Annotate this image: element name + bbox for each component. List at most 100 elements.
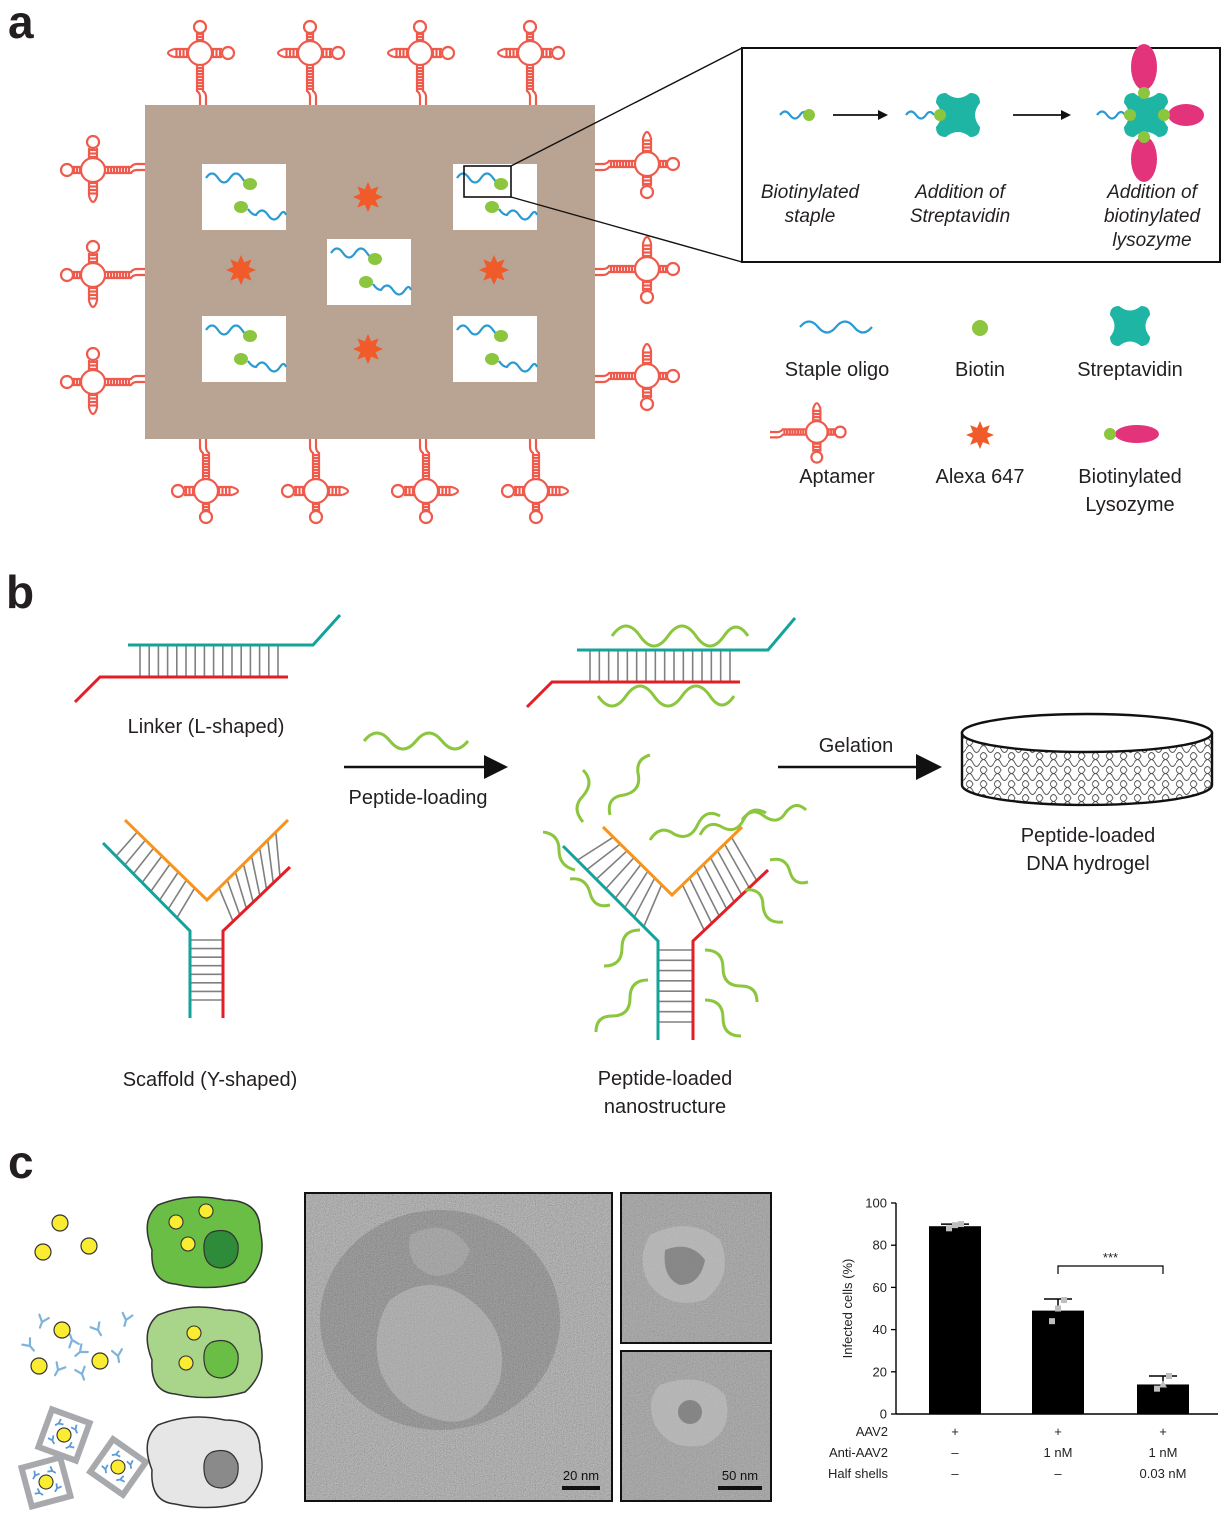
inset-step-label: Biotinylated [761,182,861,203]
aptamer-bottom [280,439,350,525]
aptamer-right [595,235,681,305]
aptamer-bottom [500,439,570,525]
cell-nucleus [203,1229,239,1269]
cell-nucleus [203,1339,239,1379]
data-point [1061,1297,1067,1304]
aptamer-right [595,342,681,412]
aptamer-left [59,134,145,204]
staple-oligo [372,283,413,296]
dna-hydrogel-icon [960,712,1214,807]
peptide [607,753,651,816]
data-point [1049,1318,1055,1325]
condition-row-label: Anti-AAV2 [829,1445,888,1460]
peptide [648,811,721,841]
tem-small-2-frame [620,1350,772,1502]
alexa-star-icon [966,421,994,449]
virus-particle [80,1237,98,1255]
zoom-region [463,165,512,198]
data-point [1166,1373,1172,1380]
streptavidin-shape [936,93,980,137]
tem-micrograph-small-1 [621,1193,771,1343]
legend-label-biotin: Biotin [955,359,1005,381]
legend-label-alexa-647: Alexa 647 [936,466,1025,488]
peptide [575,768,591,823]
y-tick-label: 80 [873,1238,887,1253]
virus-particle [51,1214,69,1232]
biotin [234,201,248,213]
peptide [704,998,742,1038]
biotin [485,201,499,213]
virus-particle [110,1459,126,1475]
data-point [1159,1380,1167,1388]
aptamer-bottom [170,439,240,525]
inset-step-label: staple [785,206,836,227]
data-point [1055,1305,1061,1312]
antibody-icon [21,1337,35,1352]
inset-step-biotinylated-staple [779,109,815,121]
condition-cell: + [1159,1424,1167,1439]
condition-cell: 0.03 nM [1140,1466,1187,1481]
legend-staple-oligo: Staple oligo [785,320,890,381]
peptide-loading-label: Peptide-loading [349,787,488,809]
panel-c-label: c [8,1136,34,1188]
data-point [952,1222,958,1229]
schematic-row-aav2 [34,1196,263,1289]
nanostructure-label-2: nanostructure [604,1096,726,1118]
aptamer-top [166,19,236,105]
half-shell-trap [85,1434,151,1500]
biotin [368,253,382,265]
staple-oligo [498,360,539,373]
virus-particle [56,1427,72,1443]
condition-cell: 1 nM [1149,1445,1178,1460]
data-point [958,1221,964,1228]
alexa-star-icon [353,182,383,212]
inset-arrowhead-1 [878,110,888,120]
alexa-star-icon [353,334,383,364]
half-shell-trap [17,1453,75,1511]
zoom-line-top [510,47,743,167]
antibody-icon [68,1333,80,1349]
legend-label-lysozyme-1: Biotinylated [1078,466,1181,488]
condition-cell: + [1054,1424,1062,1439]
biotin [243,178,257,190]
binding-window [453,316,539,382]
significance-bracket [1057,1265,1164,1274]
binding-window [202,316,288,382]
y-tick-label: 40 [873,1322,887,1337]
alexa-star-icon [226,255,256,285]
inset-step-streptavidin [905,93,980,137]
staple-oligo [247,360,288,373]
legend-label-aptamer: Aptamer [799,466,875,488]
peptide [704,948,759,1003]
aptamer-bottom [390,439,460,525]
condition-cell: – [951,1445,959,1460]
inset-arrowhead-2 [1061,110,1071,120]
bar [1137,1384,1189,1414]
linker-label: Linker (L-shaped) [128,716,285,738]
condition-cell: – [951,1466,959,1481]
bar [929,1226,981,1414]
tem-large-frame [304,1192,613,1502]
peptide-loaded-linker [525,617,797,709]
peptide [769,857,809,885]
scale-label-50nm: 50 nm [722,1468,758,1483]
scaffold-y-shaped [101,818,292,1018]
cell-nucleus [203,1449,239,1489]
legend-label-lysozyme-2: Lysozyme [1085,494,1174,516]
legend-alexa-647: Alexa 647 [936,421,1025,488]
antibody-icon [89,1321,103,1337]
panel-b-label: b [6,566,34,618]
y-tick-label: 0 [880,1407,887,1422]
inset-step-label: biotinylated [1104,206,1202,227]
scale-label-20nm: 20 nm [563,1468,599,1483]
biotin [359,276,373,288]
antibody-icon [74,1365,86,1381]
peptide [594,978,649,1033]
panel-a: a [8,0,1221,525]
panel-a-label: a [8,0,34,48]
y-tick-label: 20 [873,1364,887,1379]
inset-step-label: Addition of [1106,182,1199,203]
legend-label-staple-oligo: Staple oligo [785,359,890,381]
